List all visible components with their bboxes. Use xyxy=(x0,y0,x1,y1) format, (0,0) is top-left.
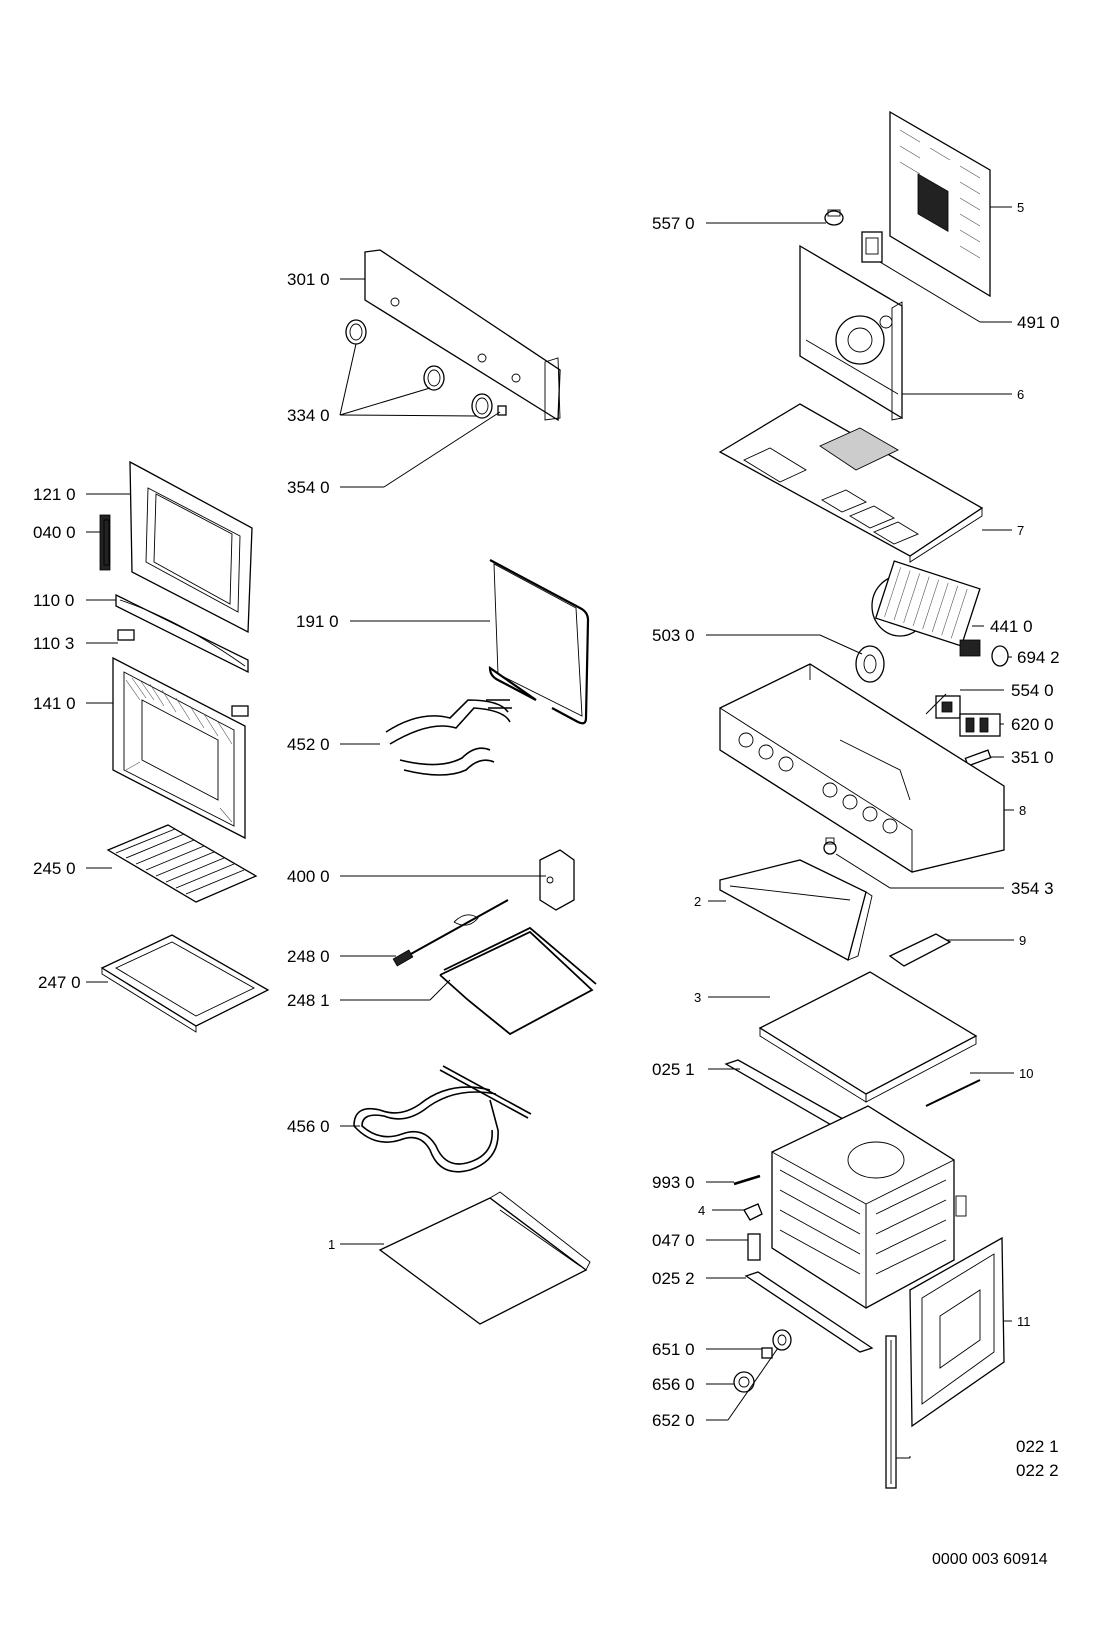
indicator-lamp-part xyxy=(497,405,507,416)
label-110-3: 110 3 xyxy=(33,634,74,653)
label-3: 3 xyxy=(694,990,701,1005)
label-354-3: 354 3 xyxy=(1011,879,1054,898)
bottom-frame-part xyxy=(758,971,978,1103)
label-456-0: 456 0 xyxy=(287,1117,330,1136)
rotisserie-spit-part xyxy=(392,899,509,967)
end-cap-right-part xyxy=(231,705,249,717)
capacitor-part xyxy=(991,645,1009,667)
label-248-0: 248 0 xyxy=(287,947,330,966)
label-11: 11 xyxy=(1017,1314,1031,1329)
label-245-0: 245 0 xyxy=(33,859,76,878)
door-handle-profile-part xyxy=(115,593,249,674)
oven-cavity-part xyxy=(771,1105,967,1309)
label-554-0: 554 0 xyxy=(1011,681,1054,700)
motor-bracket-part xyxy=(539,849,575,911)
label-121-0: 121 0 xyxy=(33,485,76,504)
fan-motor-part xyxy=(855,645,885,683)
label-8: 8 xyxy=(1019,803,1026,818)
label-491-0: 491 0 xyxy=(1017,313,1060,332)
label-652-0: 652 0 xyxy=(652,1411,695,1430)
label-2: 2 xyxy=(694,894,701,909)
spit-frame-part xyxy=(439,926,597,1036)
label-452-0: 452 0 xyxy=(287,735,330,754)
bottom-plate-part xyxy=(378,1191,591,1325)
side-bracket-part xyxy=(719,859,873,961)
label-10: 10 xyxy=(1019,1066,1033,1081)
knob-parts xyxy=(345,319,493,419)
switch-part xyxy=(935,695,961,719)
baking-tray-part xyxy=(100,934,270,1033)
label-191-0: 191 0 xyxy=(296,612,339,631)
outer-glass-part xyxy=(112,656,246,840)
top-plate-part xyxy=(718,403,984,563)
hinge-strip-part xyxy=(885,1335,897,1489)
switch-bracket-part xyxy=(861,231,883,263)
top-heating-element-part xyxy=(385,699,512,776)
label-040-0: 040 0 xyxy=(33,523,76,542)
label-334-0: 334 0 xyxy=(287,406,330,425)
label-400-0: 400 0 xyxy=(287,867,330,886)
label-351-0: 351 0 xyxy=(1011,748,1054,767)
lamp-part xyxy=(823,837,837,855)
label-248-1: 248 1 xyxy=(287,991,330,1010)
rear-cover-part xyxy=(889,110,991,298)
label-022-1: 022 1 xyxy=(1016,1437,1059,1456)
document-id: 0000 003 60914 xyxy=(932,1551,1048,1568)
label-4: 4 xyxy=(698,1203,705,1218)
label-047-0: 047 0 xyxy=(652,1231,695,1250)
label-9: 9 xyxy=(1019,933,1026,948)
tangential-fan-part xyxy=(871,560,981,657)
end-cap-left-part xyxy=(117,629,135,641)
knob-assembly-parts xyxy=(733,1329,792,1393)
label-694-2: 694 2 xyxy=(1017,648,1060,667)
control-box-part xyxy=(719,663,1005,873)
label-5: 5 xyxy=(1017,200,1024,215)
rear-wall-part xyxy=(799,244,903,421)
inner-door-panel-part xyxy=(909,1236,1005,1428)
bottom-heating-element-part xyxy=(353,1065,532,1173)
label-301-0: 301 0 xyxy=(287,270,330,289)
door-lock-part xyxy=(747,1233,761,1261)
leader-lines xyxy=(86,206,1014,1459)
clip-part xyxy=(743,1203,763,1221)
label-141-0: 141 0 xyxy=(33,694,76,713)
label-656-0: 656 0 xyxy=(652,1375,695,1394)
label-503-0: 503 0 xyxy=(652,626,695,645)
door-inner-frame-part xyxy=(129,460,253,634)
label-441-0: 441 0 xyxy=(990,617,1033,636)
control-panel-part xyxy=(364,249,561,422)
label-025-1: 025 1 xyxy=(652,1060,695,1079)
label-557-0: 557 0 xyxy=(652,214,695,233)
cover-strip-part xyxy=(888,933,952,967)
door-gasket-part xyxy=(488,559,590,725)
hinge-part xyxy=(99,514,111,571)
label-7: 7 xyxy=(1017,523,1024,538)
label-1: 1 xyxy=(328,1237,335,1252)
trim-strip-part xyxy=(925,1079,981,1107)
wire-rack-part xyxy=(106,824,258,903)
label-620-0: 620 0 xyxy=(1011,715,1054,734)
label-651-0: 651 0 xyxy=(652,1340,695,1359)
label-247-0: 247 0 xyxy=(38,973,81,992)
label-993-0: 993 0 xyxy=(652,1173,695,1192)
label-354-0: 354 0 xyxy=(287,478,330,497)
label-6: 6 xyxy=(1017,387,1024,402)
label-022-2: 022 2 xyxy=(1016,1461,1059,1480)
thermostat-part xyxy=(824,209,844,226)
lower-rail-part xyxy=(744,1271,874,1353)
screw-part xyxy=(733,1174,761,1186)
label-110-0: 110 0 xyxy=(33,591,74,610)
label-025-2: 025 2 xyxy=(652,1269,695,1288)
terminal-block-part xyxy=(959,713,1001,737)
